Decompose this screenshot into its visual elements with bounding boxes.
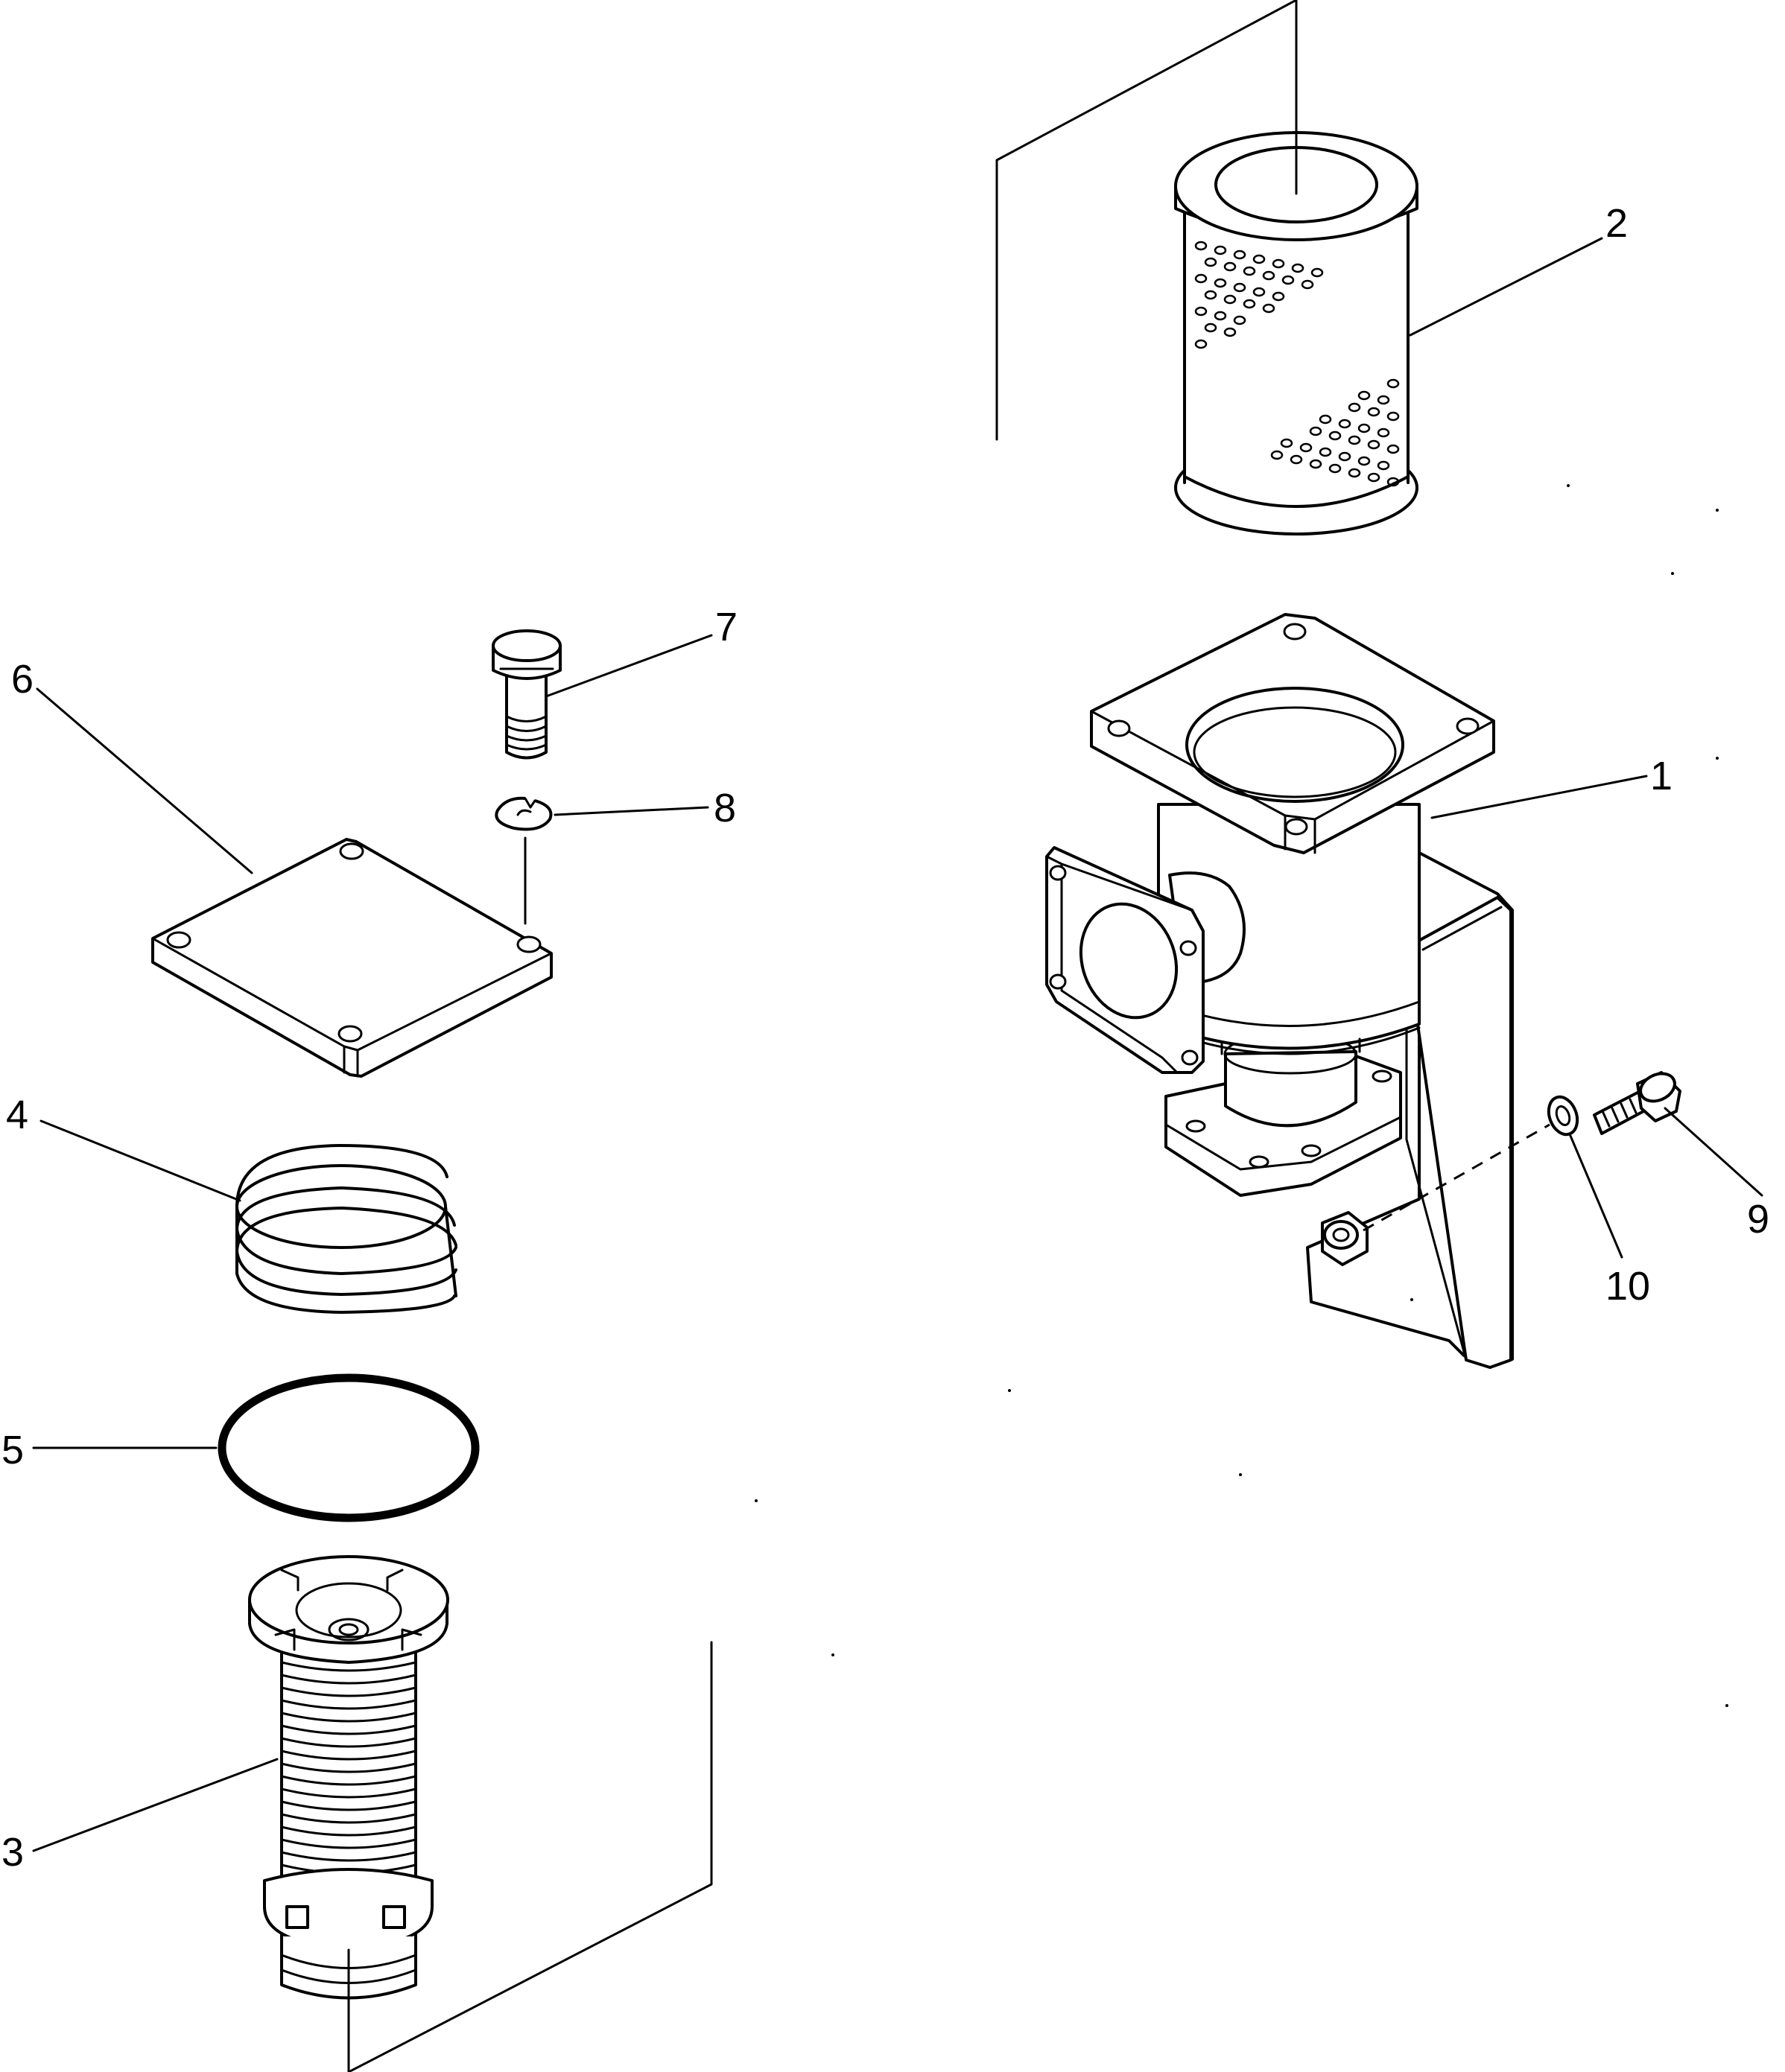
callout-4: 4 <box>6 1093 28 1137</box>
washer-part-10 <box>1547 1095 1579 1137</box>
leader-9 <box>1664 1107 1763 1197</box>
o-ring-part-5 <box>218 1373 480 1522</box>
callout-10: 10 <box>1605 1264 1650 1309</box>
callout-8: 8 <box>714 786 736 830</box>
callout-5: 5 <box>1 1428 24 1472</box>
leader-8 <box>554 806 709 816</box>
spring-part-4 <box>235 1144 457 1314</box>
callout-9: 9 <box>1747 1197 1769 1242</box>
assembly-centerline <box>1363 1123 1550 1232</box>
leader-7 <box>545 634 713 698</box>
bolt-part-9 <box>1593 1071 1681 1135</box>
spring-holder-part-3 <box>248 1555 449 2000</box>
assembly-line-bottom <box>347 1641 713 2072</box>
leader-1 <box>1430 775 1648 819</box>
callout-6: 6 <box>11 657 34 702</box>
callout-3: 3 <box>1 1830 24 1875</box>
leader-3 <box>32 1758 279 1852</box>
filter-housing-part-1 <box>1045 613 1514 1369</box>
leader-6 <box>36 687 253 874</box>
scan-specks <box>755 484 1728 1707</box>
assembly-line-top <box>995 0 1298 441</box>
callout-2: 2 <box>1605 201 1628 246</box>
callout-7: 7 <box>715 605 738 649</box>
filter-element-part-2 <box>1174 131 1418 536</box>
bolt-part-7 <box>492 629 562 760</box>
callout-1: 1 <box>1650 754 1673 798</box>
cover-plate-part-6 <box>151 838 553 1078</box>
leader-10 <box>1569 1134 1623 1259</box>
leader-4 <box>39 1119 241 1202</box>
lock-washer-part-8 <box>495 796 553 831</box>
leader-2 <box>1409 237 1603 337</box>
